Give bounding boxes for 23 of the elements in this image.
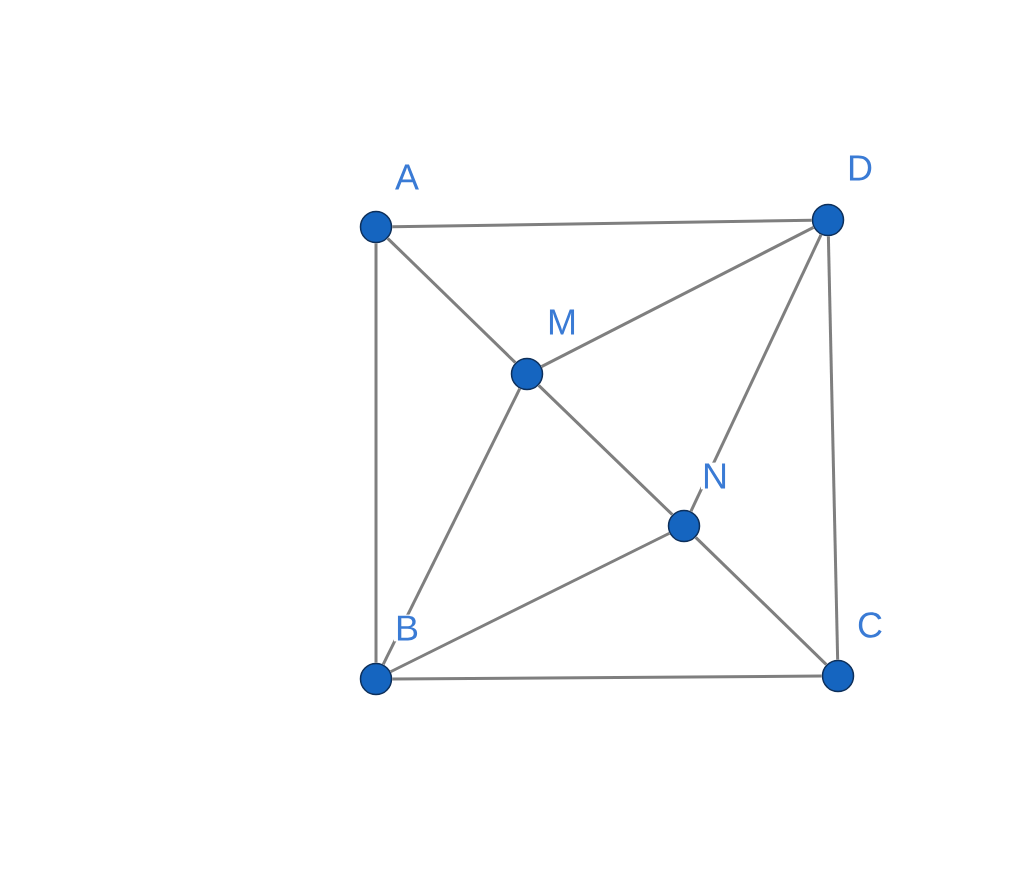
point — [510, 357, 544, 391]
point-label: A — [394, 163, 420, 191]
line-segment — [540, 226, 815, 368]
point-label: B — [394, 614, 420, 642]
line-segment — [826, 236, 840, 660]
point-label: M — [546, 308, 578, 336]
line-segment — [537, 384, 674, 516]
line-segment — [381, 387, 522, 666]
point-label: C — [856, 611, 884, 639]
point-label: N — [701, 462, 729, 490]
line-segment — [389, 531, 671, 674]
line-segment — [386, 237, 517, 364]
line-segment — [392, 218, 812, 229]
point — [359, 662, 393, 696]
line-segment — [694, 536, 828, 666]
point — [811, 203, 845, 237]
point — [667, 509, 701, 543]
point — [359, 210, 393, 244]
point-label: D — [846, 154, 874, 182]
line-segment — [392, 674, 822, 681]
line-segment — [689, 234, 823, 512]
line-segment — [374, 243, 378, 663]
point — [821, 659, 855, 693]
